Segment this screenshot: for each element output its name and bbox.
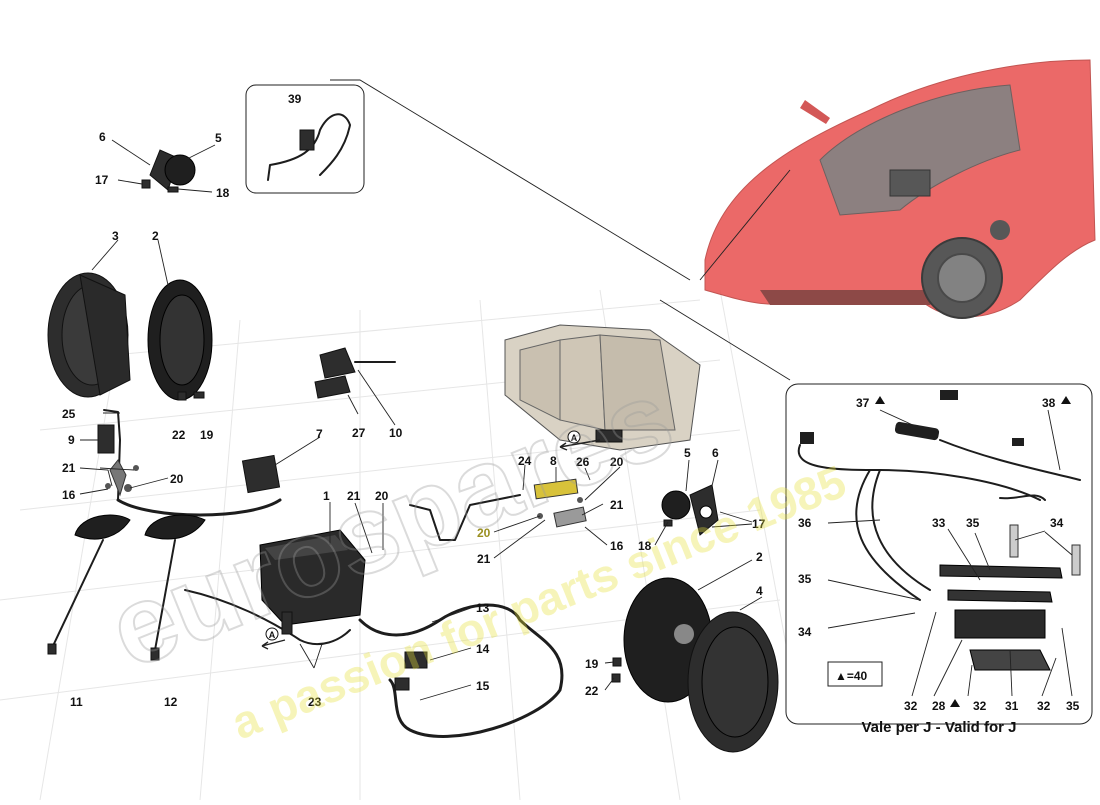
callout-26: 26 <box>576 455 590 469</box>
umbrella-12 <box>144 514 206 661</box>
callout-18: 18 <box>216 186 230 200</box>
callout-22-left: 22 <box>172 428 186 442</box>
amplifier-1 <box>184 529 366 646</box>
callout-2: 2 <box>152 229 159 243</box>
callout-15: 15 <box>476 679 490 693</box>
car-illustration <box>704 59 1096 319</box>
callout-30-b: 32 <box>973 699 987 713</box>
callout-5-right: 5 <box>684 446 691 460</box>
inset-legend: ▲=40 <box>835 669 868 683</box>
speaker-2-left <box>147 279 213 401</box>
callout-23: 23 <box>308 695 322 709</box>
callout-21-left: 21 <box>62 461 76 475</box>
callout-30-a: 32 <box>904 699 918 713</box>
modules-7-10-27 <box>241 347 396 494</box>
callout-4: 4 <box>756 584 763 598</box>
callout-27: 27 <box>352 426 366 440</box>
callout-7: 7 <box>316 427 323 441</box>
harness-13-15 <box>358 603 564 738</box>
callout-19-left: 19 <box>200 428 214 442</box>
callout-21-center-a: 21 <box>610 498 624 512</box>
callout-37: 37 <box>856 396 870 410</box>
callout-18-right: 18 <box>638 539 652 553</box>
section-marker-a-left: A <box>261 627 286 650</box>
tweeter-bracket-right <box>661 484 719 536</box>
triangle-marker-28 <box>950 699 960 707</box>
inset-caption: Vale per J - Valid for J <box>861 719 1016 736</box>
callout-20-center: 20 <box>610 455 624 469</box>
umbrella-11 <box>47 514 131 655</box>
callout-21-center-b: 21 <box>477 552 491 566</box>
callout-36: 36 <box>798 516 812 530</box>
center-connectors <box>409 478 587 541</box>
section-marker-a-center: A <box>559 430 601 451</box>
callout-14: 14 <box>476 642 490 656</box>
callout-20-center-b: 20 <box>477 526 491 540</box>
tweeter-bracket-5-6 <box>141 149 196 193</box>
callout-12: 12 <box>164 695 178 709</box>
callouts: 39 6 5 17 18 3 2 25 9 21 20 16 22 19 27 … <box>62 92 1080 736</box>
callout-9: 9 <box>68 433 75 447</box>
callout-34: 34 <box>798 625 812 639</box>
hvac-unit <box>504 324 701 451</box>
callout-20-mid: 20 <box>375 489 389 503</box>
callout-29: 31 <box>1005 699 1019 713</box>
triangle-marker-38 <box>1061 396 1071 404</box>
callout-24: 24 <box>518 454 532 468</box>
callout-22-right: 22 <box>585 684 599 698</box>
callout-1: 1 <box>323 489 330 503</box>
callout-11: 11 <box>70 695 83 709</box>
callout-33-top: 35 <box>966 516 980 530</box>
callout-21-mid: 21 <box>347 489 361 503</box>
leader-lines <box>79 139 1073 701</box>
callout-6: 6 <box>99 130 106 144</box>
section-marker-a-left-label: A <box>269 630 276 640</box>
callout-28: 28 <box>932 699 946 713</box>
callout-33-bottom: 35 <box>1066 699 1080 713</box>
callout-31: 33 <box>932 516 946 530</box>
callout-16-left: 16 <box>62 488 76 502</box>
callout-38: 38 <box>1042 396 1056 410</box>
callout-6-right: 6 <box>712 446 719 460</box>
callout-39: 39 <box>288 92 302 106</box>
callout-3: 3 <box>112 229 119 243</box>
harness-39-inset <box>245 84 365 194</box>
callout-17-right: 17 <box>752 517 766 531</box>
callout-35: 35 <box>798 572 812 586</box>
callout-10: 10 <box>389 426 403 440</box>
callout-30-c: 32 <box>1037 699 1051 713</box>
callout-2-right: 2 <box>756 550 763 564</box>
inset-valid-for-j <box>785 383 1093 725</box>
callout-32: 34 <box>1050 516 1064 530</box>
callout-16-center: 16 <box>610 539 624 553</box>
callout-5: 5 <box>215 131 222 145</box>
triangle-marker-37 <box>875 396 885 404</box>
callout-8: 8 <box>550 454 557 468</box>
callout-13: 13 <box>476 601 490 615</box>
callout-17: 17 <box>95 173 109 187</box>
callout-20-left: 20 <box>170 472 184 486</box>
speaker-4 <box>611 611 779 753</box>
callout-25: 25 <box>62 407 76 421</box>
speaker-3 <box>47 272 131 398</box>
callout-19-right: 19 <box>585 657 599 671</box>
section-marker-a-center-label: A <box>571 433 578 443</box>
